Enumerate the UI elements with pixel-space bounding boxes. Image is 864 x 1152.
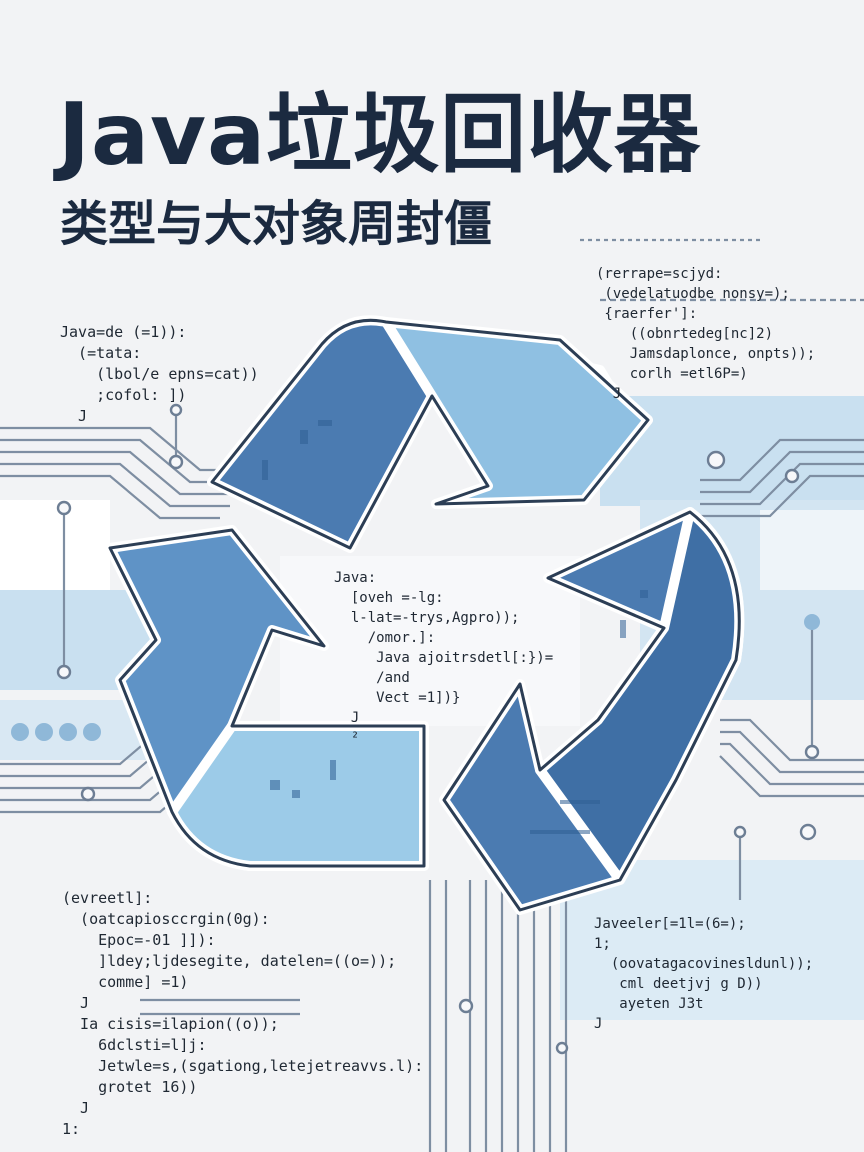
- code-line: (rerrape=scjyd:: [596, 266, 723, 282]
- code-line: (evreetl]:: [62, 889, 153, 907]
- code-snippet-bottom-right: Javeeler[=1l=(6=); 1; (oovatagacovinesldu…: [594, 914, 813, 1034]
- code-line: cml deetjvj g D)): [594, 976, 763, 992]
- code-line: J: [596, 386, 622, 402]
- code-line: /omor.]:: [334, 630, 436, 646]
- code-line: Vect =1])}: [334, 690, 461, 706]
- code-line: Javeeler[=1l=(6=);: [594, 916, 746, 932]
- circuit-nodes: [56, 403, 820, 1055]
- code-snippet-bottom-left: (evreetl]: (oatcapiosccrgin(0g): Epoc=-0…: [62, 888, 423, 1140]
- code-line: l-lat=-trys,Agpro));: [334, 610, 520, 626]
- code-line: Java ajoitrsdetl[:})=: [334, 650, 554, 666]
- code-line: 6dclsti=l]j:: [62, 1036, 207, 1054]
- code-snippet-right-top: (rerrape=scjyd: (vedelatuodbe nonsy=); {…: [596, 264, 815, 404]
- code-line: /and: [334, 670, 410, 686]
- code-line: grotet 16)): [62, 1078, 198, 1096]
- code-line: Java:: [334, 570, 377, 586]
- code-line: ²: [334, 730, 360, 746]
- code-line: [oveh =-lg:: [334, 590, 444, 606]
- code-snippet-center: Java: [oveh =-lg: l-lat=-trys,Agpro)); /…: [334, 568, 553, 748]
- poster-title: Java垃圾回收器: [58, 85, 702, 185]
- code-snippet-left-top: Java=de (=1)): (=tata: (lbol/e epns=cat)…: [60, 322, 259, 427]
- band-left-stripe: [0, 500, 110, 590]
- code-line: Ia cisis=ilapion((o));: [62, 1015, 279, 1033]
- poster-subtitle: 类型与大对象周封僵: [60, 196, 493, 252]
- code-line: J: [62, 1099, 90, 1117]
- code-line: (oovatagacovinesldunl));: [594, 956, 814, 972]
- code-line: Jetwle=s,(sgationg,letejetreavvs.l):: [62, 1057, 424, 1075]
- code-line: J: [334, 710, 360, 726]
- code-line: ((obnrtedeg[nc]2): [596, 326, 774, 342]
- code-line: Java=de (=1)):: [60, 323, 187, 341]
- band-center-panel: [280, 556, 580, 726]
- code-line: Jamsdaplonce, onpts));: [596, 346, 816, 362]
- band-right-stripe: [760, 510, 864, 590]
- code-line: (lbol/e epns=cat)): [60, 365, 259, 383]
- code-line: 1:: [62, 1120, 81, 1138]
- code-line: comme] =1): [62, 973, 189, 991]
- code-line: ;cofol: ]): [60, 386, 187, 404]
- code-line: J: [60, 407, 88, 425]
- code-line: ]ldey;ljdesegite, datelen=((o=));: [62, 952, 397, 970]
- code-line: 1;: [594, 936, 611, 952]
- code-line: (oatcapiosccrgin(0g):: [62, 910, 270, 928]
- code-line: (vedelatuodbe nonsy=);: [596, 286, 790, 302]
- code-line: J: [594, 1016, 603, 1032]
- circuit-node-dots: [11, 614, 820, 741]
- code-line: corlh =etl6P=): [596, 366, 748, 382]
- recycle-arrows-outline: [108, 318, 741, 912]
- arrow-texture: [262, 420, 648, 834]
- code-line: (=tata:: [60, 344, 142, 362]
- code-line: J: [62, 994, 90, 1012]
- code-line: Epoc=-01 ]]):: [62, 931, 216, 949]
- code-line: ayeten J3t: [594, 996, 704, 1012]
- code-line: {raerfer']:: [596, 306, 698, 322]
- recycle-arrows-icon: [105, 315, 745, 915]
